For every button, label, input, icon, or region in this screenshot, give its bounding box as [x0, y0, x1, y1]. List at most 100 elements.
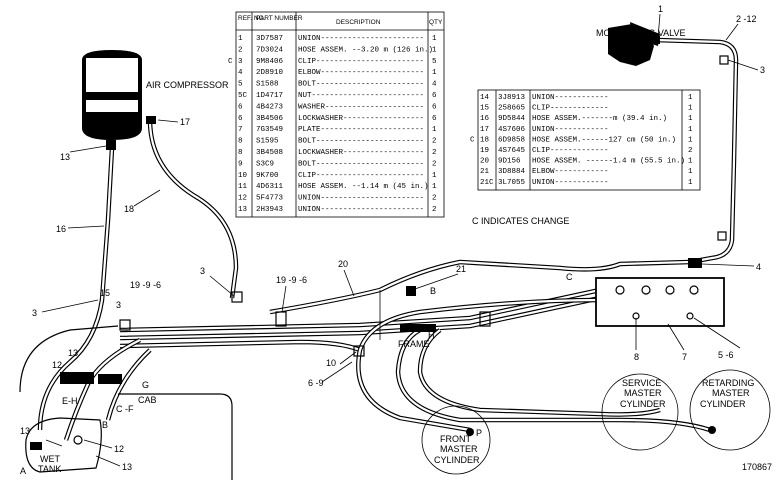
- table-main-cell-part-14: 5F4773: [256, 195, 284, 203]
- table-right-cell-part-3: 4S7606: [498, 126, 526, 134]
- table-main-cell-ref-1: 2: [238, 46, 243, 54]
- table-main-cell-qty-5: 6: [432, 92, 437, 100]
- table-right-cell-qty-1: 1: [688, 105, 693, 113]
- callout-b: B: [430, 286, 436, 296]
- table-main-cell-qty-6: 6: [432, 103, 437, 111]
- wet-tank-label-2: TANK: [38, 464, 61, 474]
- figure-id: 170867: [742, 462, 772, 472]
- table-main-cell-qty-8: 1: [432, 126, 437, 134]
- table-main-cell-qty-4: 4: [432, 81, 437, 89]
- table-main-cell-ref-4: 5: [238, 81, 243, 89]
- table-main-cell-ref-10: 8: [238, 149, 243, 157]
- leader-lines: [41, 13, 759, 467]
- table-right-cell-desc-4: HOSE ASSEM.------127 cm (50 in.): [532, 136, 676, 144]
- table-right-cell-part-6: 9D156: [498, 158, 521, 166]
- callout-2-12: 2 -12: [736, 14, 757, 24]
- table-main-cell-desc-11: BOLT------------------------: [298, 160, 424, 168]
- table-right-cell-part-8: 3L7055: [498, 179, 526, 187]
- table-right-cell-desc-7: ELBOW------------: [532, 168, 609, 176]
- table-main-cell-part-2: 9M8406: [256, 58, 284, 66]
- table-main-cell-qty-3: 1: [432, 69, 437, 77]
- wet-tank: WET TANK: [25, 417, 102, 474]
- table-main-cell-desc-4: BOLT------------------------: [298, 81, 424, 89]
- callout-12b: 12: [114, 444, 124, 454]
- table-right-cell-qty-8: 1: [688, 179, 693, 187]
- header-qty: QTY: [429, 19, 443, 26]
- table-main-cell-desc-7: LOCKWASHER------------------: [298, 115, 424, 123]
- table-right-cell-ref-7: 21: [480, 168, 490, 176]
- table-right-cell-part-0: 3J8913: [498, 94, 526, 102]
- air-compressor-label: AIR COMPRESSOR: [146, 80, 229, 90]
- table-main-cell-qty-7: 6: [432, 115, 437, 123]
- table-main-cell-part-3: 2D8910: [256, 69, 284, 77]
- table-main-cell-part-12: 9K700: [256, 172, 279, 180]
- callout-13a: 13: [60, 152, 70, 162]
- table-main-cell-part-8: 7G3549: [256, 126, 283, 134]
- table-main-cell-part-6: 4B4273: [256, 103, 284, 111]
- table-main-cell-part-11: S3C9: [256, 160, 274, 168]
- table-main-cell-ref-12: 10: [238, 172, 248, 180]
- table-main-cell-qty-11: 2: [432, 160, 437, 168]
- frame-lines: FRAME CAB: [19, 290, 430, 480]
- front-master-cylinder-label-3: CYLINDER: [434, 455, 480, 465]
- callout-21: 21: [456, 264, 466, 274]
- callout-5-6: 5 -6: [718, 350, 734, 360]
- table-main-cell-desc-15: UNION-----------------------: [298, 206, 424, 214]
- table-right-cell-desc-2: HOSE ASSEM.-------m (39.4 in.): [532, 115, 667, 123]
- table-main-cell-part-9: S1595: [256, 138, 279, 146]
- callouts: 1 2 -12 3 4 5 -6 7 8 17 13 18 16 3 15 3 …: [20, 4, 765, 476]
- header-part: PART NUMBER: [256, 15, 303, 22]
- table-main-cell-qty-9: 2: [432, 138, 437, 146]
- table-main-cell-part-4: S1588: [256, 81, 279, 89]
- callout-h: H: [428, 330, 435, 340]
- table-main-cell-qty-15: 2: [432, 206, 437, 214]
- table-main-cell-desc-6: WASHER----------------------: [298, 103, 424, 111]
- table-right-cell-desc-1: CLIP-------------: [532, 105, 609, 113]
- table-main-cell-part-13: 4D6311: [256, 183, 284, 191]
- table-main-cell-desc-2: CLIP------------------------: [298, 58, 424, 66]
- table-right-cell-desc-5: CLIP-------------: [532, 147, 609, 155]
- front-master-cylinder: FRONT MASTER CYLINDER: [421, 405, 491, 475]
- service-master-cylinder: SERVICE MASTER CYLINDER: [601, 373, 679, 451]
- callout-b2: B: [102, 420, 108, 430]
- callout-a: A: [20, 466, 26, 476]
- table-main-cell-qty-12: 1: [432, 172, 437, 180]
- table-main-cell-desc-14: UNION-----------------------: [298, 195, 424, 203]
- callout-13c: 13: [20, 426, 30, 436]
- table-main-cell-qty-2: 5: [432, 58, 437, 66]
- table-main-cell-ref-8: 7: [238, 126, 243, 134]
- table-right-cell-qty-6: 1: [688, 158, 693, 166]
- callout-p: P: [476, 428, 482, 438]
- callout-g: G: [142, 380, 149, 390]
- table-right-cell-qty-0: 1: [688, 94, 693, 102]
- change-note: C INDICATES CHANGE: [472, 216, 569, 226]
- callout-16: 16: [56, 224, 66, 234]
- callout-15: 15: [100, 288, 110, 298]
- table-right-cell-part-5: 4S7645: [498, 147, 526, 155]
- table-main-cell-ref-11: 9: [238, 160, 243, 168]
- table-main-cell-ref-9: 8: [238, 138, 243, 146]
- table-main-cell-ref-13: 11: [238, 183, 248, 191]
- header-ref: REF. NO.: [238, 15, 266, 22]
- callout-8: 8: [634, 352, 639, 362]
- table-main-cell-ref-6: 6: [238, 103, 243, 111]
- hoses: [37, 37, 739, 441]
- table-main-cell-part-10: 3B4508: [256, 149, 283, 157]
- air-compressor: AIR COMPRESSOR: [82, 50, 229, 150]
- table-main-cell-qty-10: 2: [432, 149, 437, 157]
- callout-3d: 3: [200, 266, 205, 276]
- manifold-block: [595, 277, 725, 327]
- frame-label: FRAME: [398, 339, 430, 349]
- table-right-cell-ref-6: 20: [480, 158, 490, 166]
- wet-tank-label-1: WET: [40, 454, 60, 464]
- callout-3b: 3: [32, 308, 37, 318]
- callout-6-9: 6 -9: [308, 378, 324, 388]
- header-desc: DESCRIPTION: [336, 19, 381, 26]
- callout-e-h: E-H: [62, 396, 78, 406]
- table-right-cell-desc-3: UNION------------: [532, 126, 609, 134]
- callout-19a: 19 -9 -6: [130, 280, 161, 290]
- callout-12a: 12: [52, 360, 62, 370]
- table-right-cell-desc-6: HOSE ASSEM. ------1.4 m (55.5 in.): [532, 158, 685, 166]
